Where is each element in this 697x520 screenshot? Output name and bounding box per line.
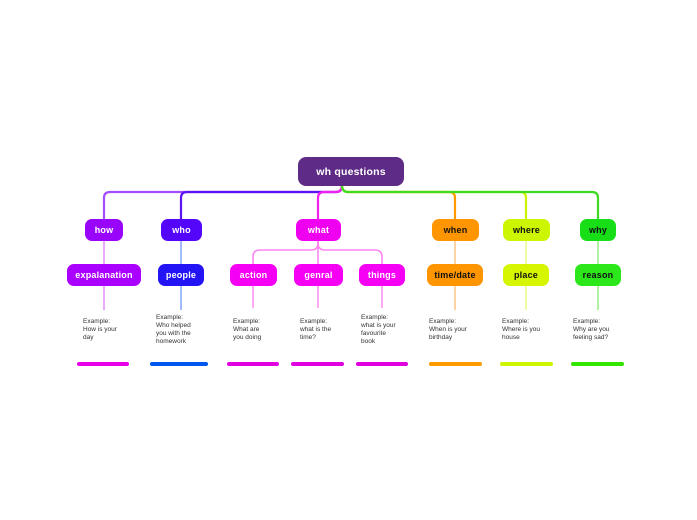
- root-node[interactable]: wh questions: [298, 157, 404, 186]
- sub-node-place[interactable]: place: [503, 264, 549, 286]
- underline-bar-why: [571, 362, 624, 366]
- example-text-who[interactable]: Example: Who helped you with the homewor…: [156, 314, 191, 345]
- example-text-where[interactable]: Example: Where is you house: [502, 318, 540, 341]
- sub-node-action[interactable]: action: [230, 264, 277, 286]
- underline-bar-when: [429, 362, 482, 366]
- branch-line-how: [102, 184, 344, 219]
- top-node-what[interactable]: what: [296, 219, 341, 241]
- sub-node-reason[interactable]: reason: [575, 264, 621, 286]
- underline-bar-how: [77, 362, 129, 366]
- branch-line-where: [340, 184, 528, 219]
- underline-bar-things: [356, 362, 408, 366]
- top-node-when[interactable]: when: [432, 219, 479, 241]
- example-text-genral[interactable]: Example: what is the time?: [300, 318, 332, 341]
- sub-node-people[interactable]: people: [158, 264, 204, 286]
- subtree-line-things: [317, 242, 383, 264]
- sub-node-things[interactable]: things: [359, 264, 405, 286]
- underline-bar-genral: [291, 362, 344, 366]
- top-node-where[interactable]: where: [503, 219, 550, 241]
- top-node-how[interactable]: how: [85, 219, 123, 241]
- underline-bar-who: [150, 362, 208, 366]
- example-text-why[interactable]: Example: Why are you feeling sad?: [573, 318, 610, 341]
- branch-line-when: [340, 184, 457, 219]
- example-text-how[interactable]: Example: How is your day: [83, 318, 117, 341]
- sub-node-time-date[interactable]: time/date: [427, 264, 483, 286]
- top-node-why[interactable]: why: [580, 219, 616, 241]
- sub-node-genral[interactable]: genral: [294, 264, 343, 286]
- top-node-who[interactable]: who: [161, 219, 202, 241]
- underline-bar-where: [500, 362, 553, 366]
- example-text-action[interactable]: Example: What are you doing: [233, 318, 262, 341]
- example-text-when[interactable]: Example: When is your birthday: [429, 318, 467, 341]
- underline-bar-action: [227, 362, 279, 366]
- example-text-things[interactable]: Example: what is your favourite book: [361, 314, 396, 345]
- subtree-line-action: [252, 241, 319, 264]
- branch-line-what: [316, 184, 344, 219]
- sub-node-expalanation[interactable]: expalanation: [67, 264, 141, 286]
- branch-line-why: [340, 184, 600, 219]
